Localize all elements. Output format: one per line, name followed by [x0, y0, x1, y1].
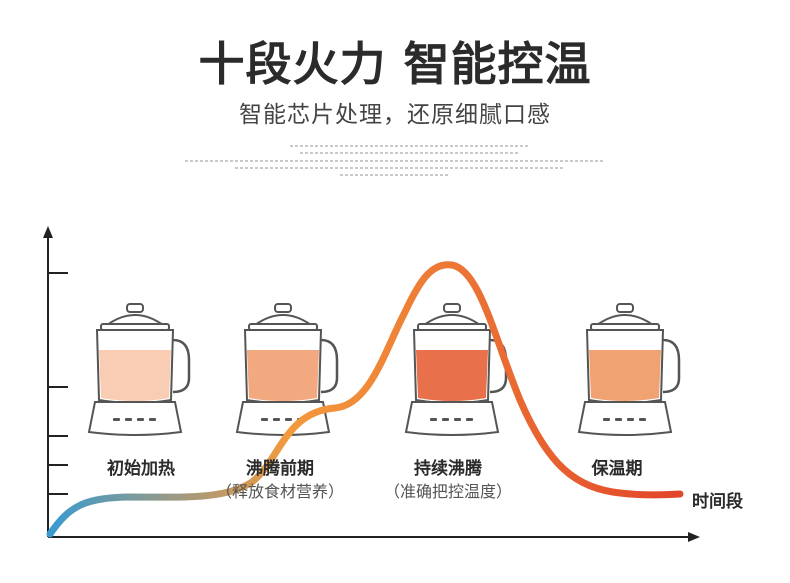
kettle-group: [87, 303, 681, 436]
fine-print-line: [340, 174, 450, 176]
fine-print-line: [300, 152, 520, 154]
kettle-liquid: [589, 350, 661, 401]
y-axis-arrow: [43, 226, 53, 238]
kettle-liquid: [247, 350, 319, 401]
stage-label-keep-warm: 保温期: [591, 459, 643, 479]
kettle-icon: [87, 303, 191, 436]
axes: [43, 226, 700, 542]
stage-sub-continuous-boiling: （准确把控温度）: [383, 482, 512, 501]
kettle-icon: [577, 303, 681, 436]
kettle-liquid: [99, 350, 171, 401]
fine-print-line: [185, 160, 605, 162]
x-axis-arrow: [688, 532, 700, 542]
stage-label-initial-heating: 初始加热: [107, 459, 175, 479]
x-axis-label: 时间段: [692, 492, 743, 512]
stage-label-continuous-boiling: 持续沸腾: [414, 459, 482, 479]
kettle-icon: [404, 303, 508, 436]
stage-label-pre-boiling: 沸腾前期: [246, 459, 314, 479]
temperature-curve: [46, 261, 684, 538]
fine-print-line: [290, 145, 530, 147]
kettle-liquid: [416, 350, 488, 401]
page-subtitle: 智能芯片处理，还原细腻口感: [239, 102, 551, 128]
page-title: 十段火力 智能控温: [198, 37, 592, 91]
kettle-icon: [235, 303, 339, 436]
stage-sub-pre-boiling: （释放食材营养）: [215, 482, 344, 501]
fine-print-line: [235, 167, 565, 169]
